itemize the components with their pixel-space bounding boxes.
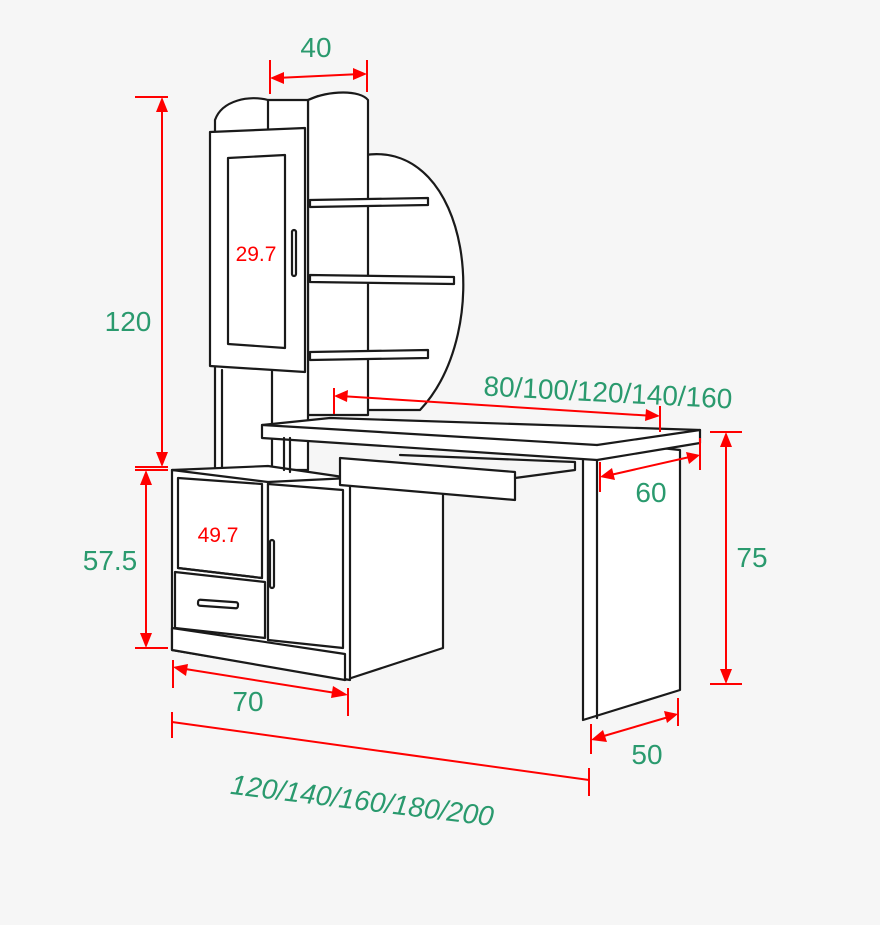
dim-leg-depth: [590, 698, 679, 754]
desk-top-side-edge: [595, 428, 702, 447]
hutch-rear-post: [306, 91, 370, 417]
label-hutch-width: 40: [300, 32, 331, 63]
keyboard-tray-rail: [398, 453, 577, 480]
cabinet-side: [343, 478, 445, 682]
desk-top-front-edge: [260, 423, 599, 447]
label-desk-height: 75: [736, 542, 767, 573]
shelf-bottom: [308, 348, 430, 362]
label-cabinet-height: 57.5: [83, 545, 138, 576]
dim-desk-height: [710, 431, 742, 685]
label-hutch-height: 120: [105, 306, 152, 337]
cabinet-plinth: [170, 626, 347, 682]
hutch-post-edge: [306, 94, 320, 102]
dim-hutch-width: [269, 60, 368, 94]
shelf-middle: [308, 273, 456, 286]
cabinet-door: [266, 482, 345, 650]
furniture-drawing: [170, 91, 702, 722]
cabinet-door-handle: [268, 538, 276, 590]
door-handle: [290, 228, 298, 278]
dim-cabinet-height: [135, 469, 168, 649]
dim-cabinet-width: [172, 660, 349, 716]
glass-panel: [226, 153, 287, 350]
dim-desk-top-length: [333, 388, 661, 432]
compartment-floor: [176, 566, 264, 580]
keyboard-tray: [338, 456, 517, 502]
label-leg-depth: 50: [631, 739, 662, 770]
open-shelves: [308, 196, 456, 362]
label-shelf-depth: 29.7: [236, 243, 277, 266]
shelf-top: [308, 196, 430, 209]
label-desk-depth: 60: [635, 477, 666, 508]
dimension-lines: [135, 60, 742, 796]
label-cabinet-inner: 49.7: [198, 524, 239, 547]
dim-total-length: [171, 712, 590, 796]
glass-door: [208, 126, 307, 374]
drawer-handle: [196, 598, 240, 610]
label-cabinet-width: 70: [232, 686, 263, 717]
label-total-length: 120/140/160/180/200: [229, 769, 496, 832]
dim-hutch-height: [135, 96, 168, 468]
dim-desk-depth: [599, 438, 701, 492]
